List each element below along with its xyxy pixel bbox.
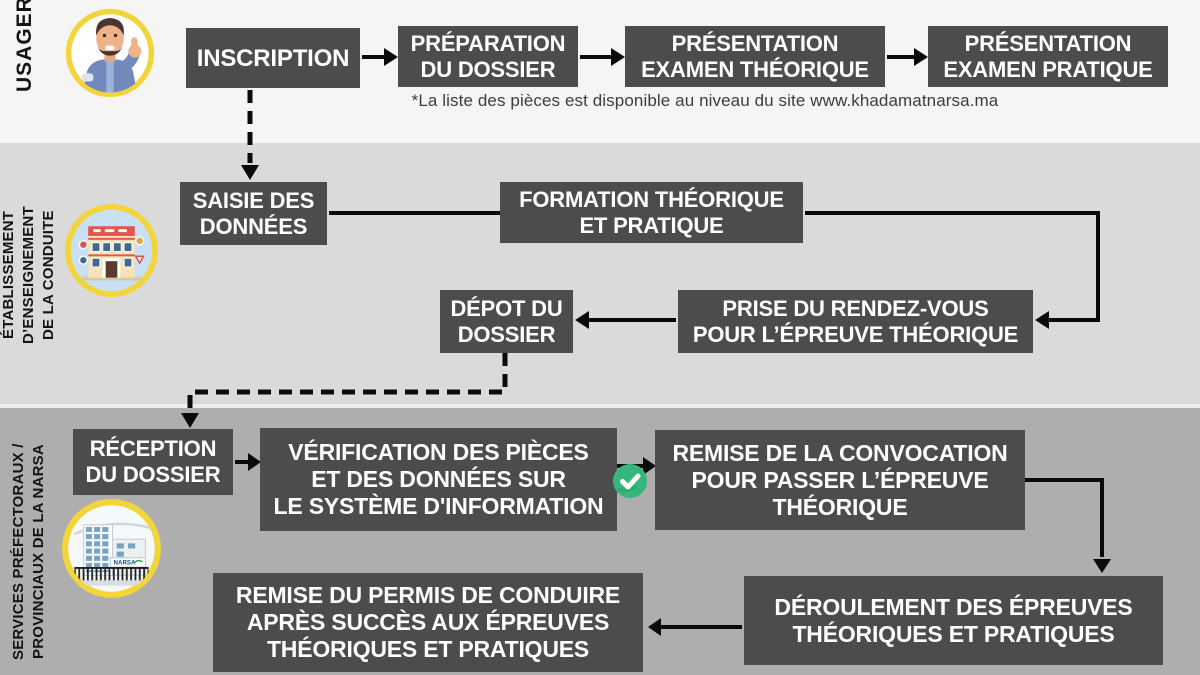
step-label: EXAMEN THÉORIQUE <box>641 56 869 82</box>
band-label-usager: USAGER <box>8 0 42 92</box>
arrowhead-right <box>914 48 928 66</box>
step-label: INSCRIPTION <box>196 44 350 72</box>
arrowhead-down <box>1093 559 1111 573</box>
step-label: POUR L’ÉPREUVE THÉORIQUE <box>692 321 1019 347</box>
step-inscription: INSCRIPTION <box>186 28 360 88</box>
step-label: SAISIE DES <box>192 187 315 213</box>
narsa-building-icon: NARSA <box>60 497 163 600</box>
step-label: EXAMEN PRATIQUE <box>943 56 1153 82</box>
validation-check-icon <box>612 463 648 499</box>
arrowhead-right <box>384 48 398 66</box>
step-label: ET PRATIQUE <box>579 212 724 238</box>
step-presentation-examen-pratique: PRÉSENTATION EXAMEN PRATIQUE <box>928 26 1168 87</box>
arrowhead-right <box>248 453 261 471</box>
step-label: PRISE DU RENDEZ-VOUS <box>722 295 989 321</box>
band-label-text: SERVICES PRÉFECTORAUX / <box>10 443 27 661</box>
step-remise-convocation: REMISE DE LA CONVOCATION POUR PASSER L’É… <box>655 430 1025 530</box>
step-label: DOSSIER <box>457 321 556 347</box>
footnote-pieces-list: *La liste des pièces est disponible au n… <box>411 91 999 110</box>
step-reception-dossier: RÉCEPTION DU DOSSIER <box>73 429 233 495</box>
step-label: THÉORIQUES ET PRATIQUES <box>266 636 590 662</box>
dashed-connector-lines <box>187 90 508 411</box>
driving-school-icon <box>63 202 160 299</box>
step-label: REMISE DU PERMIS DE CONDUIRE <box>235 582 621 608</box>
arrowhead-down <box>181 413 199 428</box>
step-presentation-examen-theorique: PRÉSENTATION EXAMEN THÉORIQUE <box>625 26 885 87</box>
arrowhead-left <box>1035 311 1049 329</box>
arrowhead-left <box>575 311 589 329</box>
usager-avatar-icon <box>64 7 156 99</box>
step-verification-pieces: VÉRIFICATION DES PIÈCES ET DES DONNÉES S… <box>260 428 617 531</box>
band-label-text: DE LA CONDUITE <box>40 210 57 340</box>
step-label: FORMATION THÉORIQUE <box>519 186 784 212</box>
dashed-depot-to-reception <box>187 353 508 411</box>
step-label: RÉCEPTION <box>89 436 217 461</box>
elbow-formation-to-prise-rdv <box>805 211 1100 322</box>
step-label: LE SYSTÈME D'INFORMATION <box>273 493 604 519</box>
step-deroulement-epreuves: DÉROULEMENT DES ÉPREUVES THÉORIQUES ET P… <box>744 576 1163 665</box>
step-label: DÉPOT DU <box>450 295 563 321</box>
arrowhead-right <box>643 457 656 475</box>
band-separator <box>0 404 1200 408</box>
band-label-etablissement: ÉTABLISSEMENT D’ENSEIGNEMENT DE LA CONDU… <box>0 150 57 400</box>
step-preparation-dossier: PRÉPARATION DU DOSSIER <box>398 26 578 87</box>
step-prise-rendez-vous: PRISE DU RENDEZ-VOUS POUR L’ÉPREUVE THÉO… <box>678 290 1033 353</box>
step-label: THÉORIQUE <box>772 493 908 520</box>
step-remise-permis: REMISE DU PERMIS DE CONDUIRE APRÈS SUCCÈ… <box>213 573 643 672</box>
step-depot-dossier: DÉPOT DU DOSSIER <box>440 290 573 353</box>
band-label-text: ÉTABLISSEMENT D’ENSEIGNEMENT <box>0 206 37 344</box>
step-label: APRÈS SUCCÈS AUX ÉPREUVES <box>246 609 610 635</box>
elbow-remise-convocation-to-deroulement <box>1025 478 1104 557</box>
step-formation-theorique-pratique: FORMATION THÉORIQUE ET PRATIQUE <box>500 182 803 243</box>
narsa-sign-text: NARSA <box>114 559 136 566</box>
step-label: PRÉSENTATION <box>964 30 1132 56</box>
step-label: DONNÉES <box>199 213 308 239</box>
band-label-text: PROVINCIAUX DE LA NARSA <box>30 444 47 660</box>
arrowhead-left <box>648 618 661 636</box>
solid-connector-lines <box>235 55 1104 629</box>
step-label: THÉORIQUES ET PRATIQUES <box>792 620 1115 647</box>
step-label: DÉROULEMENT DES ÉPREUVES <box>774 593 1133 620</box>
arrowhead-down <box>241 165 259 180</box>
step-label: ET DES DONNÉES SUR <box>311 466 566 492</box>
step-saisie-donnees: SAISIE DES DONNÉES <box>180 182 327 245</box>
band-label-narsa: SERVICES PRÉFECTORAUX / PROVINCIAUX DE L… <box>6 442 52 662</box>
step-label: VÉRIFICATION DES PIÈCES <box>288 439 589 465</box>
step-label: DU DOSSIER <box>85 462 221 487</box>
band-label-text: USAGER <box>13 0 36 92</box>
arrowheads <box>181 48 1111 636</box>
step-label: POUR PASSER L’ÉPREUVE <box>691 466 989 493</box>
step-label: REMISE DE LA CONVOCATION <box>672 439 1008 466</box>
step-label: DU DOSSIER <box>420 56 556 82</box>
step-label: PRÉSENTATION <box>671 30 839 56</box>
step-label: PRÉPARATION <box>410 30 566 56</box>
arrowhead-right <box>611 48 625 66</box>
